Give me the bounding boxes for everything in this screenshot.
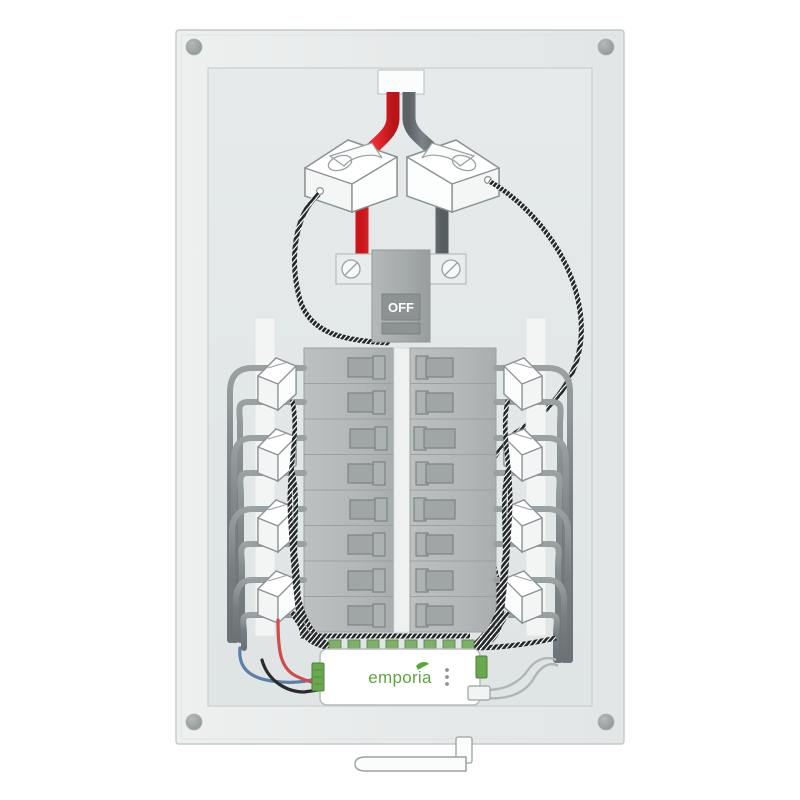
center-bus-bar (393, 347, 411, 633)
wifi-antenna[interactable] (354, 736, 473, 772)
branch-conductors-right (493, 365, 573, 663)
main-breaker-toggle[interactable] (381, 293, 421, 321)
panel-corner-screws (185, 38, 615, 731)
aux-terminal-block[interactable] (475, 655, 488, 679)
antenna-rod (354, 756, 467, 772)
service-entry-knockout (377, 69, 425, 95)
emporia-vue-energy-monitor[interactable]: emporia (311, 639, 488, 706)
main-breaker-mount-screw-left (341, 259, 361, 279)
branch-breaker-stack (303, 347, 497, 633)
branch-ct-sensor (257, 357, 297, 412)
antenna-connector[interactable] (467, 685, 491, 701)
branch-ct-right-group (503, 357, 543, 625)
antenna-cable (485, 656, 559, 700)
main-current-transformer-left (304, 139, 398, 213)
main-breaker-state-label: OFF (388, 300, 414, 315)
breaker-column-left (303, 347, 395, 633)
breaker-toggle-group-left[interactable] (347, 355, 388, 628)
branch-ct-sensor (503, 357, 543, 412)
breaker-toggle-group-right[interactable] (413, 355, 456, 628)
ct-input-ports[interactable] (328, 639, 475, 651)
leaf-icon (416, 661, 429, 670)
main-current-transformer-right (406, 139, 500, 213)
ct-lead-bundle (300, 633, 557, 651)
main-breaker-mount-screw-right (441, 259, 461, 279)
branch-conductors-left (227, 365, 307, 651)
main-breaker-toggle-base (381, 322, 421, 335)
hot-lead-black (260, 658, 320, 694)
main-breaker[interactable]: OFF (335, 249, 467, 343)
breaker-column-right (409, 347, 497, 633)
branch-ct-left-group (257, 357, 297, 625)
branch-ct-sensor (257, 570, 297, 625)
status-dots-icon (445, 668, 449, 686)
emporia-brand-label: emporia (368, 668, 432, 687)
